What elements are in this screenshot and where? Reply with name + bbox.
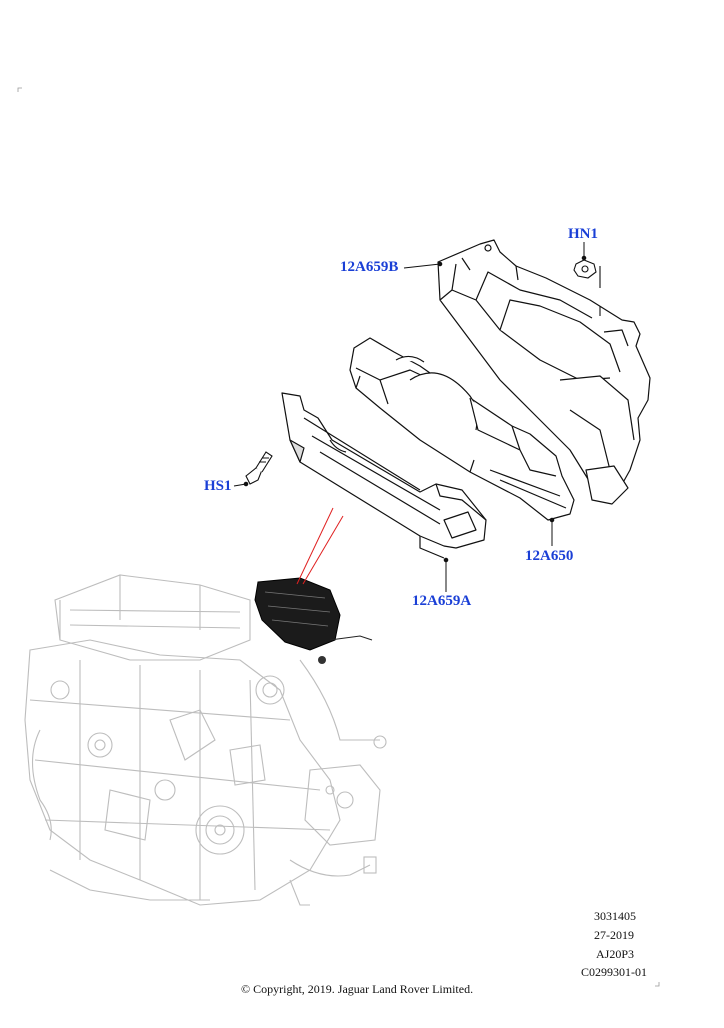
location-leader-lines (296, 507, 344, 585)
reference-date: 27-2019 (594, 928, 634, 942)
nut-hn1 (573, 259, 601, 316)
copyright-notice: © Copyright, 2019. Jaguar Land Rover Lim… (241, 982, 474, 996)
callout-12a650[interactable]: 12A650 (525, 548, 574, 564)
ecm-location-highlight (254, 577, 373, 664)
reference-model: AJ20P3 (596, 947, 635, 961)
callout-12a659b[interactable]: 12A659B (340, 259, 399, 275)
callout-leaders (233, 242, 587, 592)
lower-bracket-12a659a (281, 392, 487, 559)
corner-mark-top-left (17, 87, 22, 92)
callout-12a659a[interactable]: 12A659A (412, 593, 472, 609)
corner-mark-bottom-right (655, 982, 660, 987)
reference-number: 3031405 (594, 909, 636, 923)
callout-hn1[interactable]: HN1 (568, 226, 598, 242)
ecm-module-12a650 (349, 337, 575, 521)
screw-hs1 (245, 451, 273, 485)
upper-bracket-12a659b (437, 239, 651, 505)
engine-assembly-ghost (24, 574, 387, 906)
reference-illustration-id: C0299301-01 (581, 965, 647, 979)
callout-hs1[interactable]: HS1 (204, 478, 232, 494)
